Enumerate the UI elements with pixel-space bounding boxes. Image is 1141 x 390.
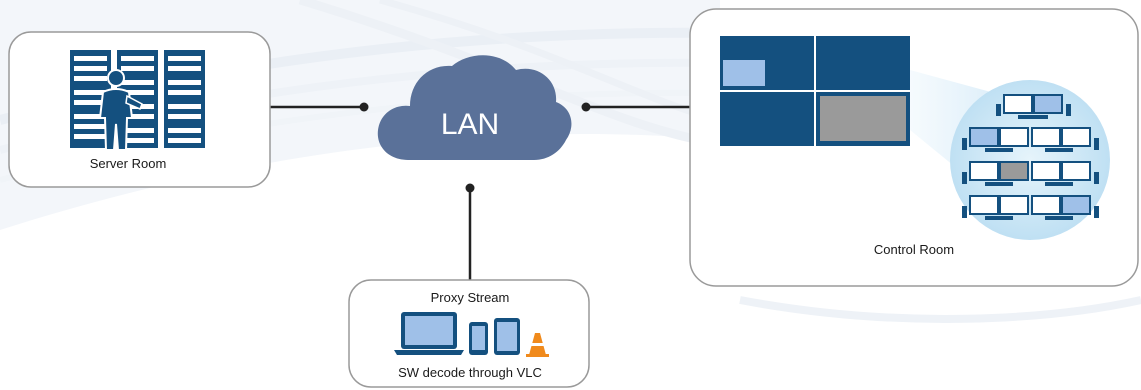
proxy-subtitle: SW decode through VLC (398, 365, 542, 380)
server-room-node: Server Room (8, 31, 271, 188)
lan-label: LAN (441, 108, 499, 141)
operator-desks-icon (962, 94, 1099, 220)
link-lan-control-dot (581, 102, 591, 112)
tablet-icon (494, 318, 520, 355)
vlc-cone-icon (526, 333, 549, 357)
proxy-node: Proxy Stream SW decode through VLC (348, 279, 590, 388)
server-rack-icon (70, 50, 205, 148)
phone-icon (469, 322, 488, 355)
connectors (270, 102, 690, 280)
video-wall-icon (720, 36, 910, 146)
server-room-label: Server Room (90, 156, 167, 171)
operator-icon (98, 69, 143, 151)
lan-node: LAN (377, 55, 572, 160)
control-room-label: Control Room (874, 242, 954, 257)
lan-cloud-icon (377, 55, 572, 160)
link-lan-proxy-dot (465, 183, 475, 193)
laptop-icon (394, 312, 464, 355)
proxy-title: Proxy Stream (431, 290, 510, 305)
control-room-node: Control Room (689, 8, 1139, 287)
link-server-lan-dot (359, 102, 369, 112)
